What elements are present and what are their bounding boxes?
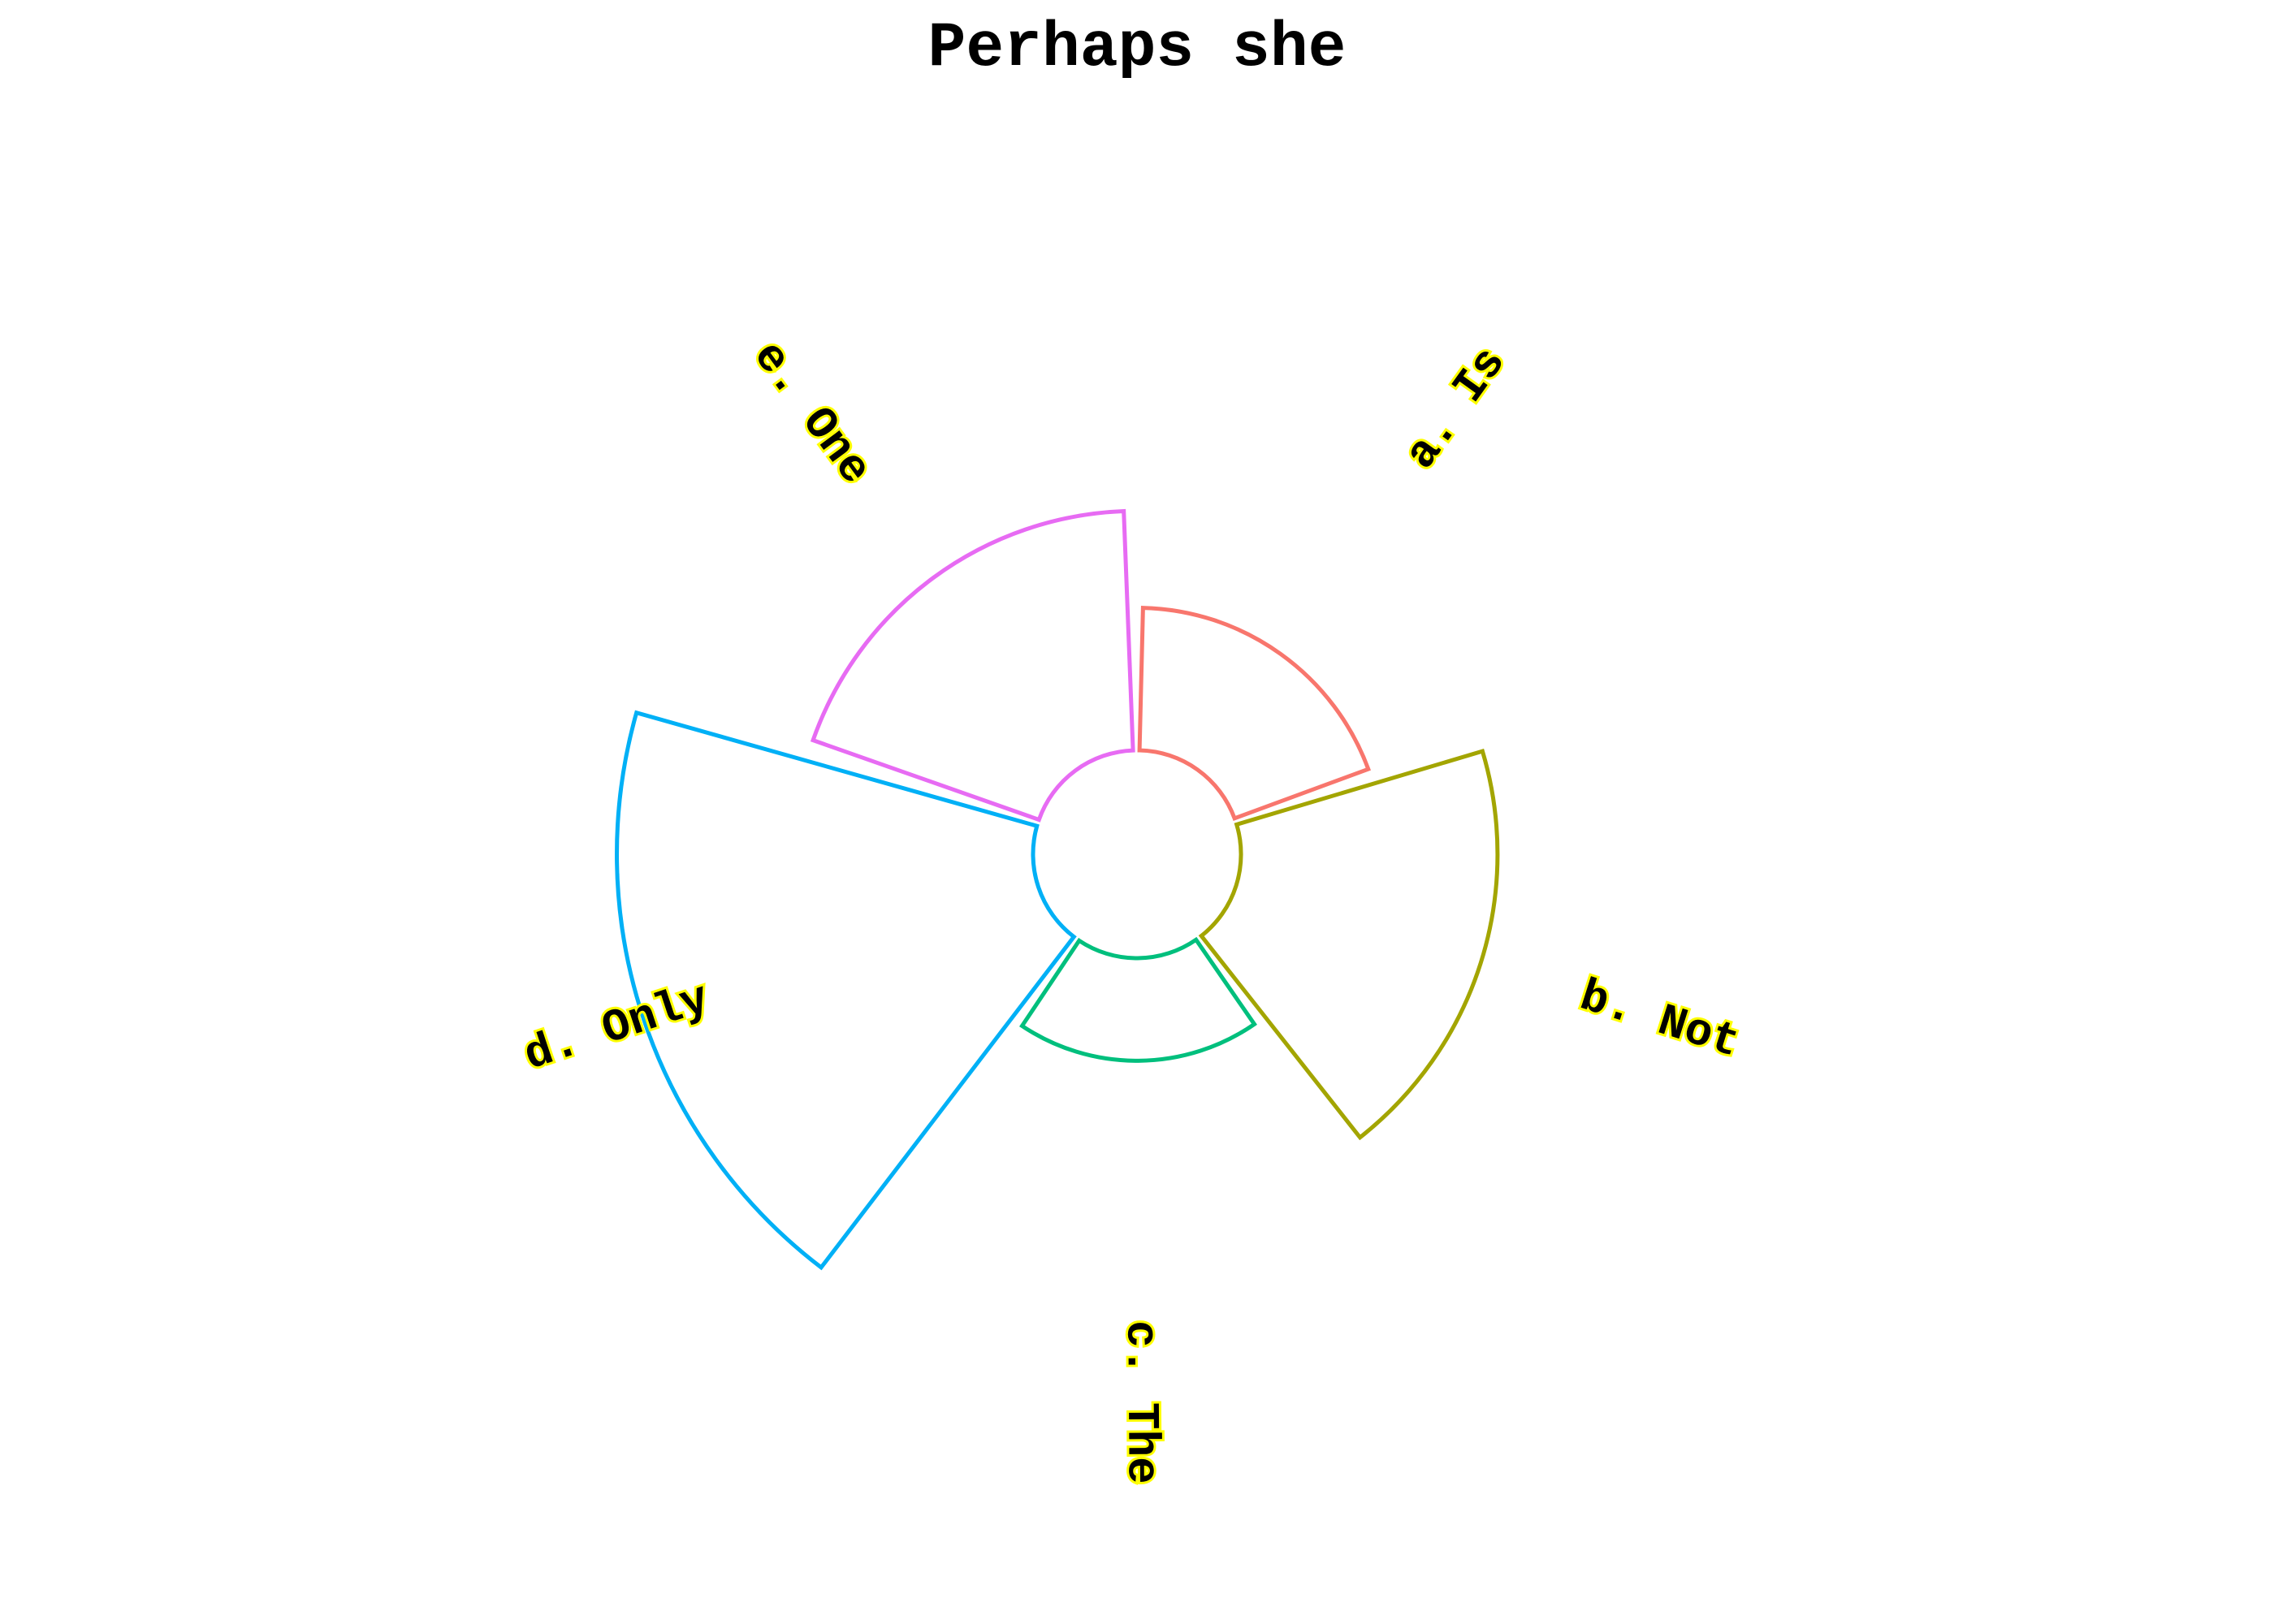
category-label-a-is: a. Is — [1395, 338, 1517, 479]
bar-b-not — [1198, 748, 1500, 1141]
bar-d-only — [615, 710, 1077, 1271]
bar-e-one — [810, 508, 1135, 823]
category-labels-layer: a. Is b. Not c. The d. Only e. One — [516, 330, 1749, 1487]
bar-a-is — [1137, 606, 1372, 822]
bars-layer — [615, 508, 1500, 1271]
category-label-d-only: d. Only — [518, 973, 715, 1082]
bar-c-the — [1019, 936, 1257, 1063]
category-label-c-the: c. The — [1114, 1320, 1167, 1484]
chart-title: Perhaps she — [928, 13, 1347, 84]
category-label-b-not: b. Not — [1574, 970, 1746, 1069]
category-label-e-one: e. One — [742, 332, 881, 495]
